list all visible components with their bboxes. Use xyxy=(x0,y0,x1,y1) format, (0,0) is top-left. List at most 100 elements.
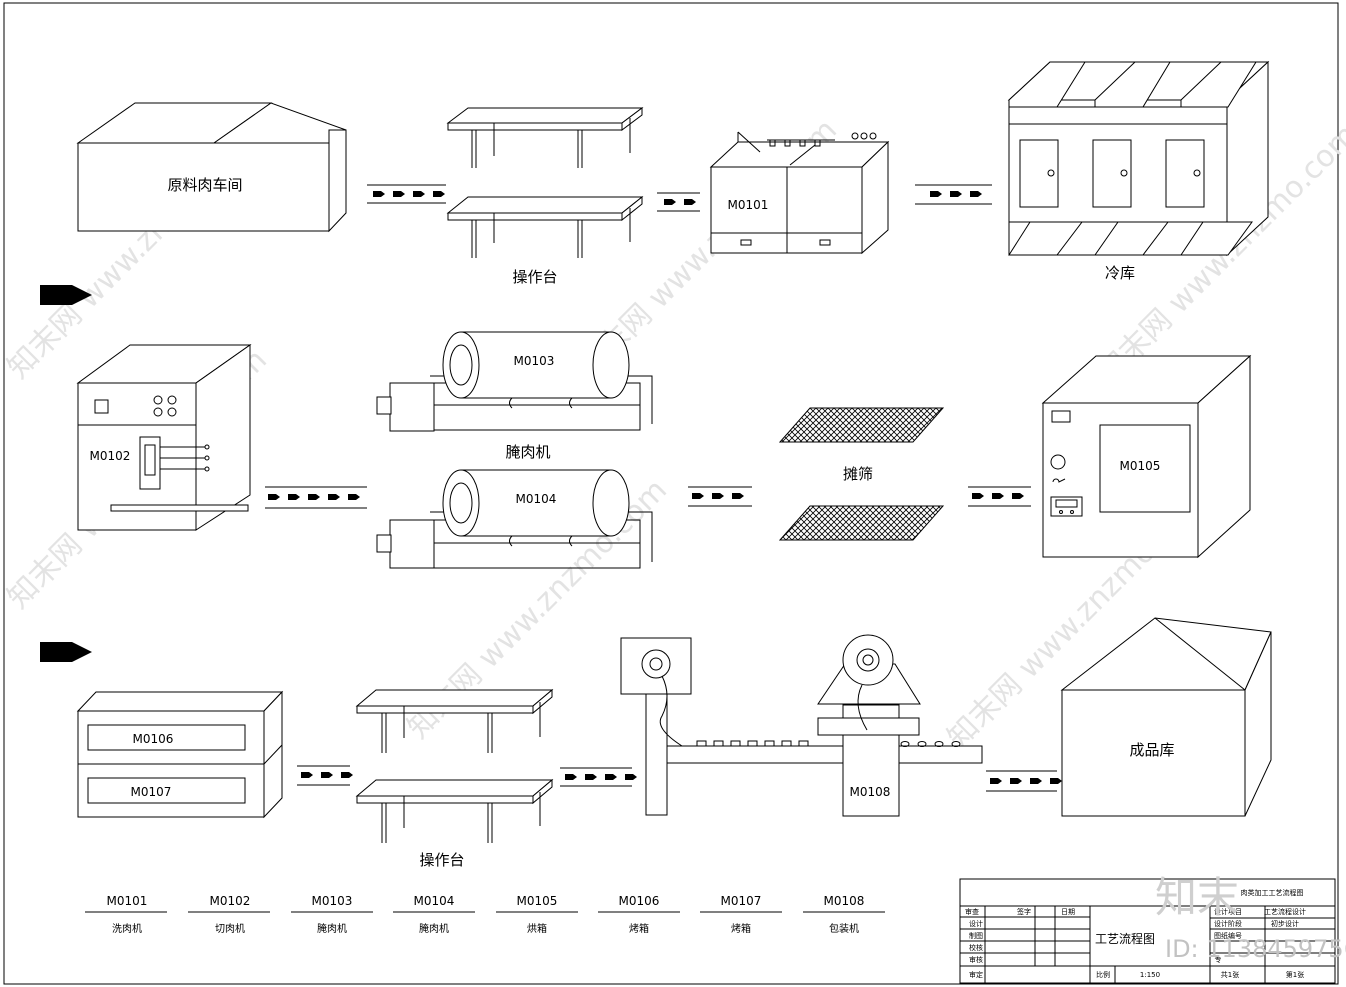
flow-arrow-5 xyxy=(688,486,752,507)
flow-arrow-2 xyxy=(657,192,700,212)
flow-arrowhead xyxy=(308,494,320,500)
flow-arrow-1 xyxy=(367,184,446,204)
svg-text:工艺流程图: 工艺流程图 xyxy=(1095,931,1155,946)
flow-arrowhead xyxy=(301,772,313,778)
worktable-label-2: 操作台 xyxy=(419,851,464,869)
m0101-code: M0101 xyxy=(728,198,769,212)
flow-arrowhead xyxy=(585,774,597,780)
finished-storage-label: 成品库 xyxy=(1129,741,1174,759)
flow-arrowhead xyxy=(1030,778,1042,784)
svg-text:M0106: M0106 xyxy=(619,894,660,908)
flow-arrowhead xyxy=(1012,493,1024,499)
svg-text:第1张: 第1张 xyxy=(1286,970,1304,979)
svg-text:图纸编号: 图纸编号 xyxy=(1214,931,1242,940)
raw-meat-workshop-label: 原料肉车间 xyxy=(167,176,242,194)
equipment-legend: M0101 M0102 M0103 M0104 M0105 M0106 M010… xyxy=(85,894,885,935)
m0106-code: M0106 xyxy=(133,732,174,746)
svg-text:腌肉机: 腌肉机 xyxy=(317,922,347,935)
svg-text:1:150: 1:150 xyxy=(1140,971,1160,979)
flow-arrow-9 xyxy=(986,770,1057,792)
svg-text:制图: 制图 xyxy=(969,931,983,940)
svg-text:日期: 日期 xyxy=(1061,908,1075,916)
svg-text:设计项目: 设计项目 xyxy=(1214,907,1242,916)
flow-arrowhead xyxy=(288,494,300,500)
worktable-upper-2 xyxy=(355,688,554,753)
row-marker-3 xyxy=(40,642,92,662)
flow-arrowhead xyxy=(605,774,617,780)
svg-text:M0101: M0101 xyxy=(107,894,148,908)
svg-text:比例: 比例 xyxy=(1096,970,1110,979)
m0108-code: M0108 xyxy=(850,785,891,799)
marinator-label: 腌肉机 xyxy=(505,443,550,461)
svg-text:专: 专 xyxy=(1215,955,1222,964)
m0104-code: M0104 xyxy=(516,492,557,506)
flow-arrowhead xyxy=(950,191,962,197)
flow-arrowhead xyxy=(625,774,637,780)
svg-text:肉类加工工艺流程图: 肉类加工工艺流程图 xyxy=(1241,888,1304,897)
flow-arrowhead xyxy=(972,493,984,499)
svg-text:工艺流程设计: 工艺流程设计 xyxy=(1264,907,1306,916)
svg-text:腌肉机: 腌肉机 xyxy=(419,922,449,935)
svg-text:审查: 审查 xyxy=(965,907,979,916)
flow-arrowhead xyxy=(321,772,333,778)
spreading-screen-label: 摊筛 xyxy=(843,465,873,483)
flow-arrowhead xyxy=(664,199,676,205)
flow-arrow-7 xyxy=(297,765,350,786)
svg-text:审核: 审核 xyxy=(969,955,983,964)
flow-arrowhead xyxy=(684,199,696,205)
flow-arrowhead xyxy=(328,494,340,500)
svg-text:M0107: M0107 xyxy=(721,894,762,908)
ovens-m0106-m0107: M0106 M0107 xyxy=(76,690,284,819)
m0105-code: M0105 xyxy=(1120,459,1161,473)
id-watermark: ID: 1138459756 xyxy=(1165,935,1346,963)
flow-arrowhead xyxy=(1050,778,1062,784)
svg-text:烤箱: 烤箱 xyxy=(731,922,751,935)
worktable-upper-1 xyxy=(446,107,644,168)
flow-arrowhead xyxy=(348,494,360,500)
drawing-border xyxy=(3,2,1339,985)
flow-arrowhead xyxy=(692,493,704,499)
flow-arrowhead xyxy=(268,494,280,500)
flow-arrowhead xyxy=(732,493,744,499)
svg-text:审定: 审定 xyxy=(969,970,983,979)
flow-arrowhead xyxy=(393,191,405,197)
flow-arrowhead xyxy=(990,778,1002,784)
flow-arrowhead xyxy=(970,191,982,197)
worktable-lower-1 xyxy=(446,195,644,258)
m0107-code: M0107 xyxy=(131,785,172,799)
flow-arrowhead xyxy=(712,493,724,499)
svg-text:M0102: M0102 xyxy=(210,894,251,908)
meat-slicer-m0102: M0102 xyxy=(76,344,252,531)
cold-storage xyxy=(1007,60,1270,257)
marinator-m0103: M0103 xyxy=(376,331,653,432)
flow-arrowhead xyxy=(373,191,385,197)
flow-arrowhead xyxy=(1010,778,1022,784)
svg-text:M0104: M0104 xyxy=(414,894,455,908)
svg-text:共1张: 共1张 xyxy=(1221,970,1239,979)
flow-arrowhead xyxy=(413,191,425,197)
flow-arrow-4 xyxy=(265,486,367,509)
flow-arrowhead xyxy=(433,191,445,197)
flow-arrowhead xyxy=(341,772,353,778)
svg-text:包装机: 包装机 xyxy=(829,922,859,935)
svg-text:烤箱: 烤箱 xyxy=(629,922,649,935)
worktable-lower-2 xyxy=(355,778,554,843)
flow-arrowhead xyxy=(992,493,1004,499)
marinator-m0104: M0104 xyxy=(376,469,653,569)
svg-text:校核: 校核 xyxy=(969,943,983,952)
svg-text:切肉机: 切肉机 xyxy=(215,922,245,935)
title-block: 肉类加工工艺流程图 审查 设计 制图 校核 审核 审定 签字 日期 工艺流程图 … xyxy=(959,878,1336,984)
flow-arrowhead xyxy=(565,774,577,780)
svg-text:M0108: M0108 xyxy=(824,894,865,908)
flow-arrow-3 xyxy=(915,184,992,205)
m0102-code: M0102 xyxy=(90,449,131,463)
svg-text:洗肉机: 洗肉机 xyxy=(112,922,142,935)
svg-text:签字: 签字 xyxy=(1017,907,1031,916)
worktable-label-1: 操作台 xyxy=(512,268,557,286)
spreading-screen-lower xyxy=(778,505,945,541)
svg-text:M0103: M0103 xyxy=(312,894,353,908)
cold-storage-label: 冷库 xyxy=(1105,264,1135,282)
svg-text:烘箱: 烘箱 xyxy=(527,922,547,935)
svg-text:M0105: M0105 xyxy=(517,894,558,908)
